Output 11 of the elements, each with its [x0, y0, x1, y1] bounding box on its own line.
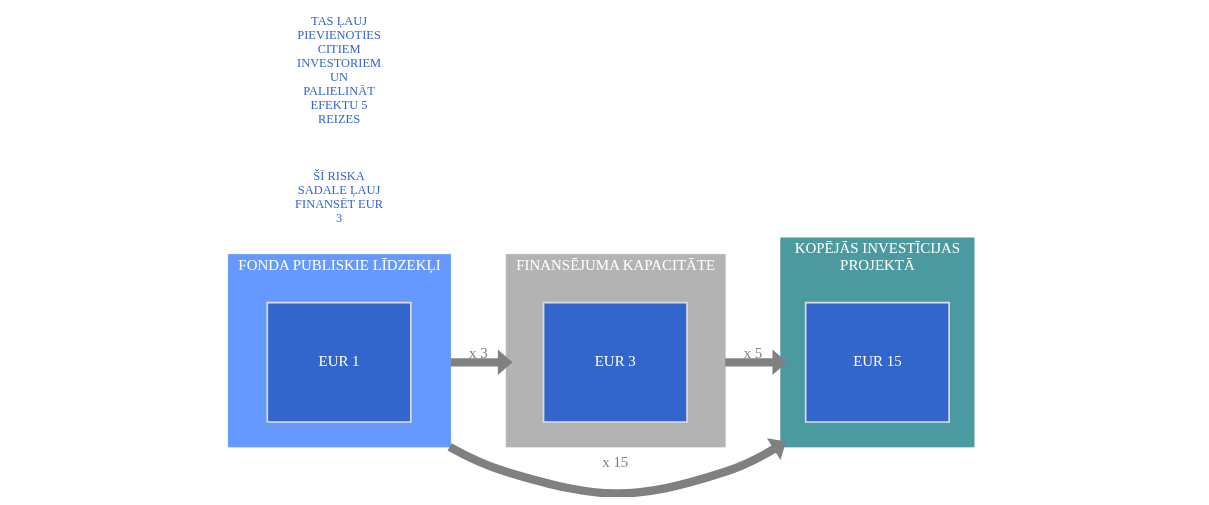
edge-label: x 5: [743, 344, 763, 361]
node-box: EUR 15: [804, 301, 950, 423]
node-box: EUR 3: [542, 301, 688, 423]
edge-label: x 15: [602, 454, 629, 471]
arrow: [450, 349, 513, 376]
arrow: [447, 438, 787, 497]
arrow: [725, 349, 788, 376]
label: ŠĪ RISKA SADALE ĻAUJ FINANSĒT EUR 3: [295, 168, 383, 226]
node-box: EUR 1: [266, 301, 412, 423]
label: TAS ĻAUJ PIEVIENOTIES CITIEM INVESTORIEM UN PALIELINĀT EFEKTU 5 REIZES: [297, 13, 382, 127]
edge-label: x 3: [469, 344, 488, 361]
